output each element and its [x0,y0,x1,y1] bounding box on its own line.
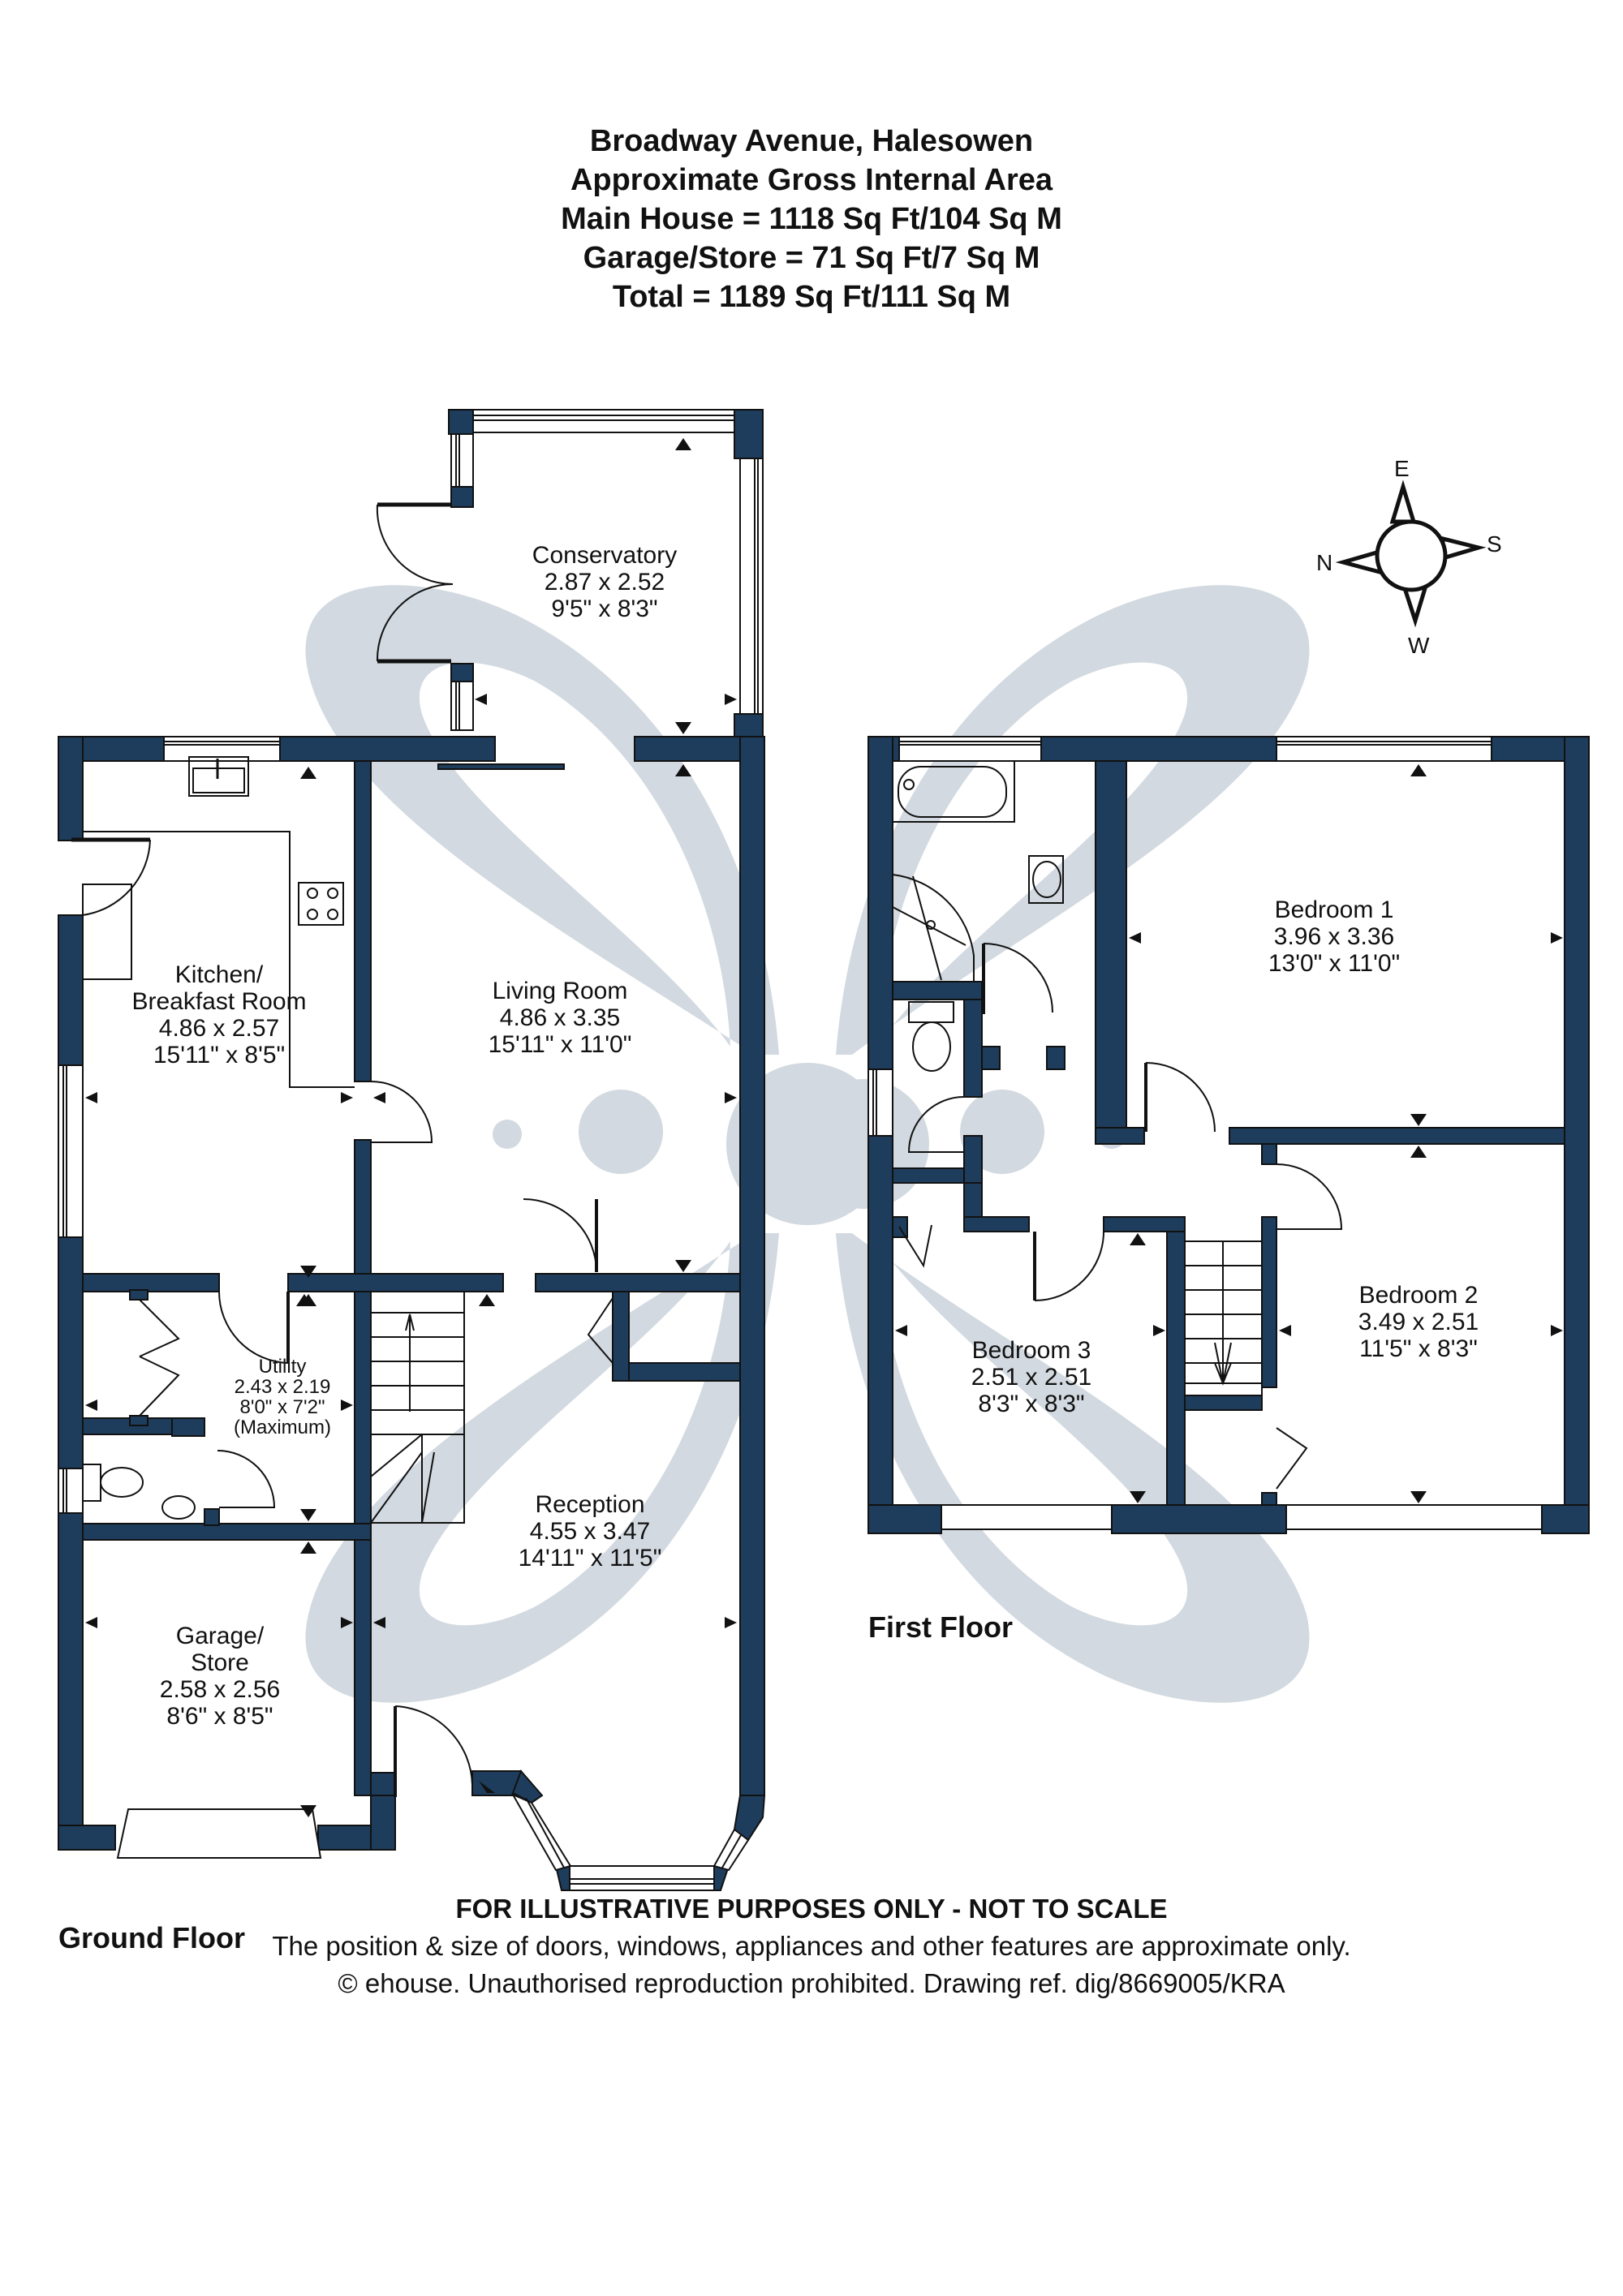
compass-icon [1335,479,1487,628]
first-floor-label: First Floor [868,1610,1013,1644]
ground-floor-plan [58,409,766,1891]
room-label-bedroom-2: Bedroom 2 3.49 x 2.51 11'5" x 8'3" [1358,1282,1479,1362]
room-label-conservatory: Conservatory 2.87 x 2.52 9'5" x 8'3" [532,542,678,622]
compass-north-label: N [1316,550,1333,575]
room-label-reception: Reception 4.55 x 3.47 14'11" x 11'5" [518,1491,662,1572]
main-house-area: Main House = 1118 Sq Ft/104 Sq M [561,202,1062,236]
plan-footer: FOR ILLUSTRATIVE PURPOSES ONLY - NOT TO … [0,1890,1623,2002]
first-floor-plan [867,736,1590,1534]
room-label-living-room: Living Room 4.86 x 3.35 15'11" x 11'0" [488,978,632,1058]
ground-floor-label: Ground Floor [58,1921,245,1954]
room-label-kitchen: Kitchen/ Breakfast Room 4.86 x 2.57 15'1… [131,961,307,1068]
total-area: Total = 1189 Sq Ft/111 Sq M [612,280,1011,314]
room-label-bedroom-3: Bedroom 3 2.51 x 2.51 8'3" x 8'3" [971,1337,1092,1417]
area-subtitle: Approximate Gross Internal Area [570,163,1053,197]
room-label-garage-store: Garage/ Store 2.58 x 2.56 8'6" x 8'5" [159,1623,281,1730]
plan-header: Broadway Avenue, Halesowen Approximate G… [0,122,1623,316]
property-address: Broadway Avenue, Halesowen [589,124,1034,158]
room-label-bedroom-1: Bedroom 1 3.96 x 3.36 13'0" x 11'0" [1268,896,1401,977]
disclaimer-text: FOR ILLUSTRATIVE PURPOSES ONLY - NOT TO … [455,1894,1168,1924]
room-label-utility: Utility 2.43 x 2.19 8'0" x 7'2" (Maximum… [234,1356,331,1438]
approximation-note: The position & size of doors, windows, a… [272,1931,1351,1961]
compass-south-label: S [1487,531,1502,557]
copyright-text: © ehouse. Unauthorised reproduction proh… [338,1968,1285,1998]
compass-east-label: E [1394,456,1410,481]
compass-west-label: W [1408,633,1430,658]
garage-store-area: Garage/Store = 71 Sq Ft/7 Sq M [583,241,1040,275]
